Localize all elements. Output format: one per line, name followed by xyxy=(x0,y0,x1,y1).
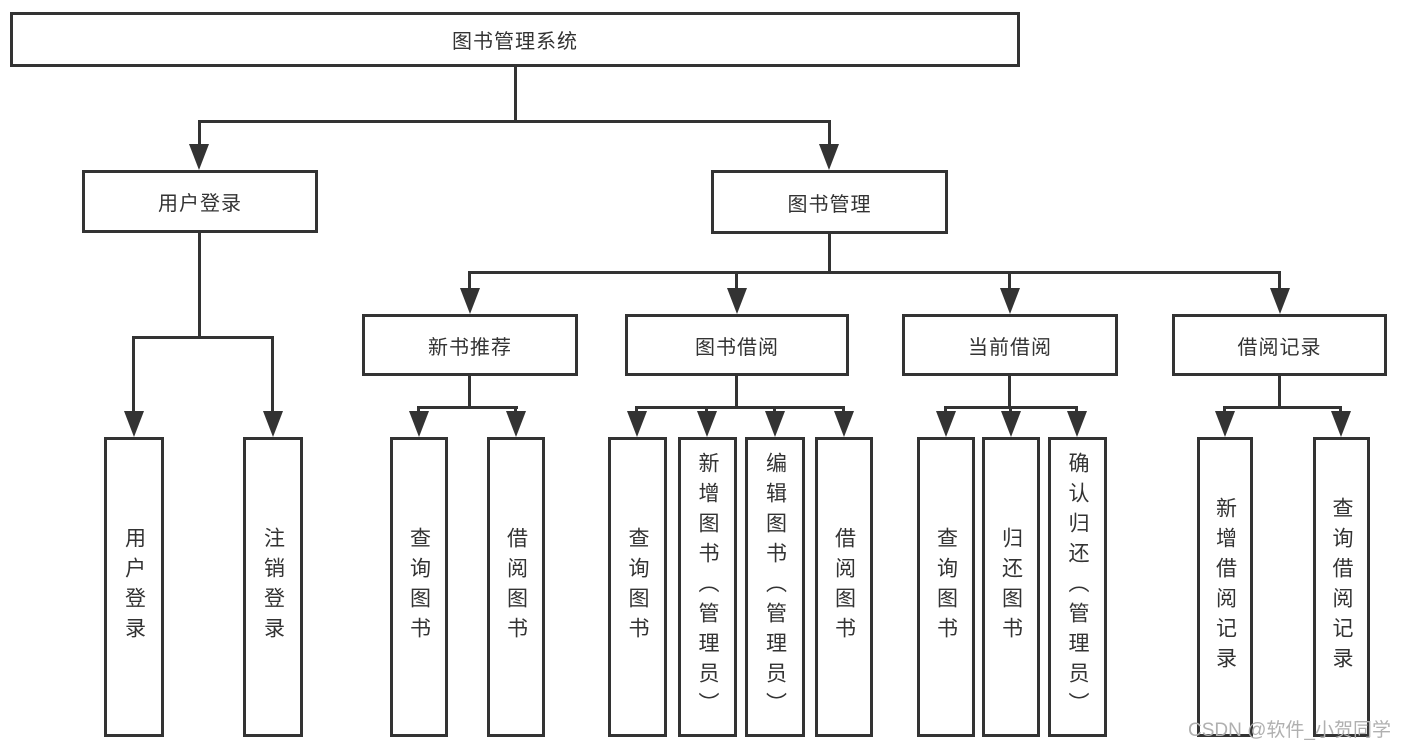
connector-drop-borrow-records xyxy=(1278,271,1281,290)
connector-current-borrow-trunk xyxy=(1008,374,1011,408)
arrow-down-icon xyxy=(263,411,283,437)
leaf-query-books-rec: 查询图书 xyxy=(390,437,448,737)
arrow-down-icon xyxy=(124,411,144,437)
leaf-return-books: 归还图书 xyxy=(982,437,1040,737)
connector-user-login-bus xyxy=(132,336,274,339)
connector-drop xyxy=(1009,406,1012,413)
connector-user-login-trunk xyxy=(198,232,201,338)
leaf-confirm-return-admin-label: 确认归还（管理员） xyxy=(1066,452,1089,722)
arrow-down-icon xyxy=(506,411,526,437)
arrow-down-icon xyxy=(1215,411,1235,437)
leaf-add-books-admin-label: 新增图书（管理员） xyxy=(696,452,719,722)
leaf-borrow-books-label: 借阅图书 xyxy=(832,527,856,647)
leaf-logout: 注销登录 xyxy=(243,437,303,737)
leaf-borrow-books: 借阅图书 xyxy=(815,437,873,737)
leaf-query-books-rec-label: 查询图书 xyxy=(407,527,431,647)
leaf-borrow-books-rec: 借阅图书 xyxy=(487,437,545,737)
connector-level3-bus xyxy=(468,271,1281,274)
arrow-down-icon xyxy=(1001,411,1021,437)
connector-drop-leaf-logout xyxy=(271,336,274,413)
node-new-book-rec: 新书推荐 xyxy=(362,314,578,376)
csdn-watermark: CSDN @软件_小贺同学 xyxy=(1188,720,1391,741)
connector-drop-book-mgmt xyxy=(828,120,831,146)
node-current-borrow-label: 当前借阅 xyxy=(968,336,1052,359)
arrow-down-icon xyxy=(460,288,480,314)
connector-drop xyxy=(705,406,708,413)
arrow-down-icon xyxy=(409,411,429,437)
node-new-book-rec-label: 新书推荐 xyxy=(428,336,512,359)
arrow-down-icon xyxy=(189,144,209,170)
leaf-confirm-return-admin: 确认归还（管理员） xyxy=(1048,437,1107,737)
node-root-label: 图书管理系统 xyxy=(452,31,578,53)
arrow-down-icon xyxy=(819,144,839,170)
leaf-logout-label: 注销登录 xyxy=(261,527,285,647)
connector-drop xyxy=(773,406,776,413)
node-book-borrow-label: 图书借阅 xyxy=(695,336,779,359)
connector-root-trunk xyxy=(514,65,517,123)
connector-drop xyxy=(514,406,517,413)
leaf-return-books-label: 归还图书 xyxy=(999,527,1023,647)
connector-level2-bus xyxy=(198,120,831,123)
node-current-borrow: 当前借阅 xyxy=(902,314,1118,376)
connector-book-borrow-trunk xyxy=(735,374,738,408)
leaf-query-books-borrow-label: 查询图书 xyxy=(626,527,649,647)
leaf-query-borrow-record: 查询借阅记录 xyxy=(1313,437,1370,737)
leaf-add-borrow-record-label: 新增借阅记录 xyxy=(1213,497,1237,677)
node-book-mgmt-label: 图书管理 xyxy=(787,193,872,216)
node-book-borrow: 图书借阅 xyxy=(625,314,849,376)
arrow-down-icon xyxy=(1067,411,1087,437)
arrow-down-icon xyxy=(936,411,956,437)
connector-drop xyxy=(1223,406,1226,413)
connector-drop-current-borrow xyxy=(1008,271,1011,290)
connector-drop-new-book xyxy=(468,271,471,290)
arrow-down-icon xyxy=(627,411,647,437)
connector-new-book-trunk xyxy=(468,374,471,408)
node-user-login-label: 用户登录 xyxy=(158,193,242,215)
node-root: 图书管理系统 xyxy=(10,12,1020,67)
connector-borrow-records-trunk xyxy=(1278,374,1281,408)
arrow-down-icon xyxy=(765,411,785,437)
connector-borrow-records-bus xyxy=(1223,406,1342,409)
connector-drop xyxy=(417,406,420,413)
connector-drop-book-borrow xyxy=(735,271,738,290)
arrow-down-icon xyxy=(697,411,717,437)
connector-new-book-bus xyxy=(417,406,518,409)
arrow-down-icon xyxy=(834,411,854,437)
leaf-edit-books-admin: 编辑图书（管理员） xyxy=(745,437,805,737)
connector-drop-leaf-login xyxy=(132,336,135,413)
leaf-add-books-admin: 新增图书（管理员） xyxy=(678,437,737,737)
leaf-query-books-current-label: 查询图书 xyxy=(934,527,958,647)
arrow-down-icon xyxy=(727,288,747,314)
leaf-borrow-books-rec-label: 借阅图书 xyxy=(504,527,528,647)
leaf-user-login: 用户登录 xyxy=(104,437,164,737)
connector-drop xyxy=(635,406,638,413)
node-book-mgmt: 图书管理 xyxy=(711,170,948,234)
arrow-down-icon xyxy=(1000,288,1020,314)
leaf-add-borrow-record: 新增借阅记录 xyxy=(1197,437,1253,737)
connector-drop xyxy=(1075,406,1078,413)
arrow-down-icon xyxy=(1270,288,1290,314)
connector-drop xyxy=(1339,406,1342,413)
connector-drop xyxy=(944,406,947,413)
leaf-edit-books-admin-label: 编辑图书（管理员） xyxy=(763,452,787,722)
node-borrow-records: 借阅记录 xyxy=(1172,314,1387,376)
leaf-query-books-current: 查询图书 xyxy=(917,437,975,737)
connector-drop xyxy=(842,406,845,413)
node-user-login: 用户登录 xyxy=(82,170,318,233)
connector-drop-user-login xyxy=(198,120,201,146)
connector-book-borrow-bus xyxy=(635,406,845,409)
leaf-query-borrow-record-label: 查询借阅记录 xyxy=(1330,497,1353,677)
connector-book-mgmt-trunk xyxy=(828,233,831,273)
node-borrow-records-label: 借阅记录 xyxy=(1237,336,1322,359)
leaf-user-login-label: 用户登录 xyxy=(122,527,146,647)
arrow-down-icon xyxy=(1331,411,1351,437)
leaf-query-books-borrow: 查询图书 xyxy=(608,437,667,737)
